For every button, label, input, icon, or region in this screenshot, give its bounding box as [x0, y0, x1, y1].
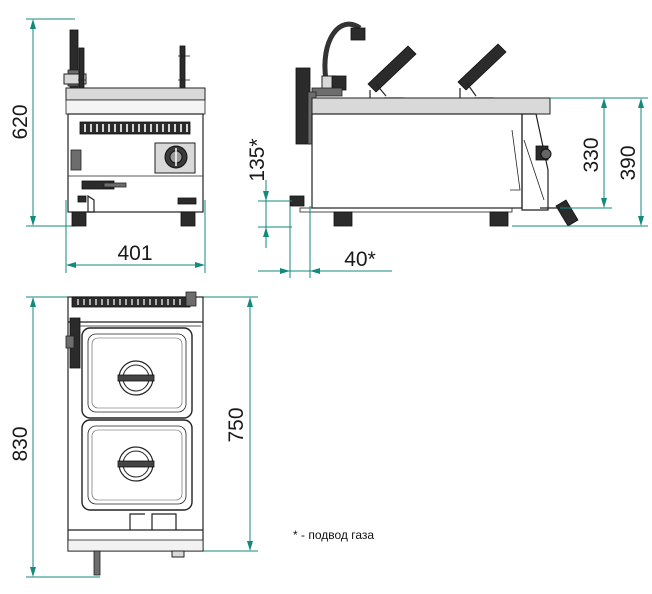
side-basket-handle-1 [367, 45, 417, 102]
side-height-outer-label: 390 [617, 145, 640, 180]
side-worktop [311, 97, 551, 115]
side-gas-offset-label: 40* [344, 248, 376, 271]
side-foot-left [333, 211, 353, 227]
side-height-inner-dimension [550, 97, 612, 209]
top-back-vent [71, 291, 197, 308]
front-basket-handle-left [78, 47, 85, 89]
front-view: 620 401 [9, 18, 206, 273]
front-vent-slots [79, 121, 191, 135]
side-gas-offset-dimension [258, 206, 392, 278]
top-basket-1 [81, 327, 193, 419]
side-gas-inlet [289, 195, 305, 207]
front-worktop [65, 87, 206, 101]
side-height-outer-dimension [512, 97, 648, 227]
side-front-panel [521, 113, 549, 211]
top-basket-2 [81, 419, 193, 511]
front-height-dimension [26, 18, 75, 227]
front-width-label: 401 [117, 242, 152, 265]
top-depth-outer-label: 830 [9, 426, 32, 461]
front-control-knob [154, 142, 196, 174]
side-basket-handle-2 [457, 43, 507, 102]
side-foot-right [489, 211, 509, 227]
top-depth-inner-label: 750 [225, 407, 248, 442]
top-depth-outer-dimension [26, 296, 100, 578]
side-view: 135* 40* 330 390 [246, 21, 648, 278]
front-foot-left [71, 211, 87, 227]
side-gas-height-dimension [258, 180, 292, 248]
side-body [311, 113, 523, 209]
top-view: 830 750 [9, 291, 258, 578]
top-faucet [65, 317, 81, 369]
front-foot-right [180, 211, 196, 227]
gas-supply-footnote: * - подвод газа [293, 528, 375, 542]
side-height-inner-label: 330 [580, 137, 603, 172]
side-gas-height-label: 135* [246, 138, 269, 181]
front-width-dimension [65, 200, 206, 273]
front-height-label: 620 [9, 104, 32, 139]
front-drain-valve [77, 180, 127, 213]
front-basket-handle-right [179, 45, 186, 89]
side-faucet [311, 21, 366, 97]
top-depth-inner-dimension [200, 296, 258, 552]
side-drain-valve [555, 199, 579, 227]
